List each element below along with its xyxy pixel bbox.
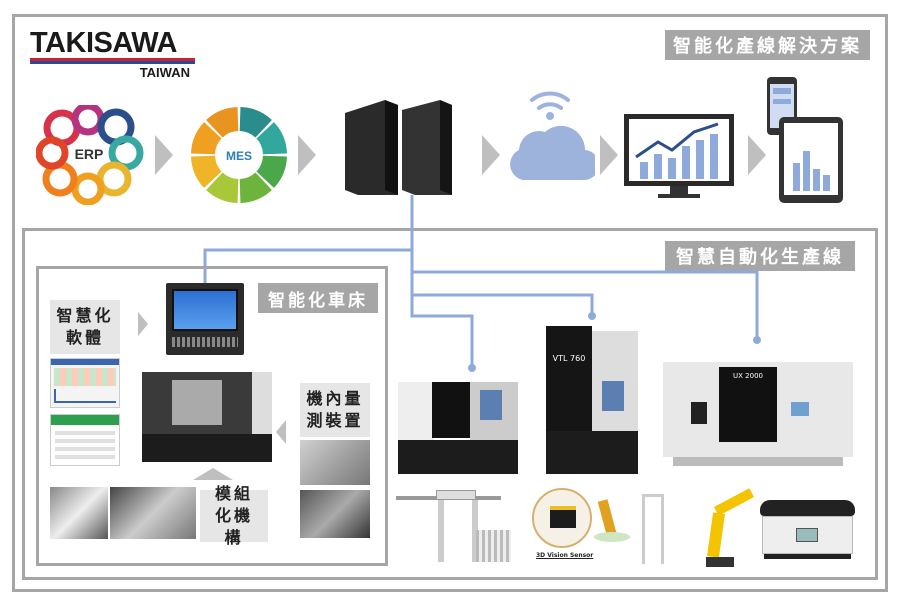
flow-arrow	[298, 135, 316, 175]
mes-segment	[256, 122, 287, 155]
smart-lathe-frame	[36, 266, 388, 566]
ux-machine: UX 2000	[663, 362, 853, 466]
mes-segment	[256, 155, 287, 188]
mes-segment	[239, 107, 272, 138]
vtl-machine: VTL 760	[546, 326, 638, 474]
smart-lathe-title: 智能化車床	[258, 283, 378, 313]
mes-segment	[191, 155, 222, 188]
industrial-robot-arm	[700, 485, 760, 569]
mes-segment	[239, 172, 272, 203]
vision-sensor-system: 3D Vision Sensor	[522, 486, 672, 566]
mes-diagram: MES	[191, 107, 287, 203]
automation-line-frame	[22, 228, 878, 580]
erp-diagram: ERP	[36, 105, 144, 205]
gantry-loader	[396, 486, 511, 566]
flow-arrow	[482, 135, 500, 175]
flow-arrow	[138, 312, 148, 336]
agv-robot	[760, 500, 855, 560]
vision-sensor-caption: 3D Vision Sensor	[536, 552, 594, 559]
mobile-devices-icon	[767, 77, 843, 203]
smart-software-box: 智慧化軟體	[50, 300, 120, 354]
ux-model-label: UX 2000	[733, 372, 763, 380]
mes-label: MES	[226, 149, 252, 163]
monitor-chart-icon	[624, 114, 734, 198]
cloud-wifi-icon	[510, 91, 595, 181]
smart-lathe-machine	[142, 372, 272, 462]
software-screenshot	[50, 358, 120, 408]
solution-frame	[12, 14, 888, 592]
mes-segment	[191, 122, 222, 155]
logo-region: TAIWAN	[139, 65, 190, 80]
mes-segment	[206, 172, 239, 203]
software-screenshot	[50, 414, 120, 466]
probe-photo	[300, 490, 370, 538]
solution-title: 智能化產線解決方案	[665, 30, 870, 60]
flow-arrow	[193, 468, 233, 480]
takisawa-logo: TAKISAWA TAIWAN	[30, 27, 195, 80]
erp-label: ERP	[75, 146, 104, 162]
flow-arrow	[276, 420, 286, 444]
module-photo	[110, 487, 196, 539]
vtl-model-label: VTL 760	[552, 354, 586, 363]
hmi-panel	[166, 283, 244, 355]
automation-line-title: 智慧自動化生產線	[665, 241, 855, 271]
logo-brand: TAKISAWA	[30, 27, 177, 59]
flow-arrow	[600, 135, 618, 175]
flow-arrow	[155, 135, 173, 175]
modular-mechanism-box: 模組化機構	[200, 484, 268, 547]
server-icon	[345, 100, 452, 195]
lathe-machine-1	[398, 382, 518, 474]
measurement-device-box: 機內量測裝置	[300, 383, 370, 437]
flow-arrow	[748, 135, 766, 175]
probe-photo	[300, 440, 370, 485]
module-photo	[50, 487, 108, 539]
mes-segment	[206, 107, 239, 138]
